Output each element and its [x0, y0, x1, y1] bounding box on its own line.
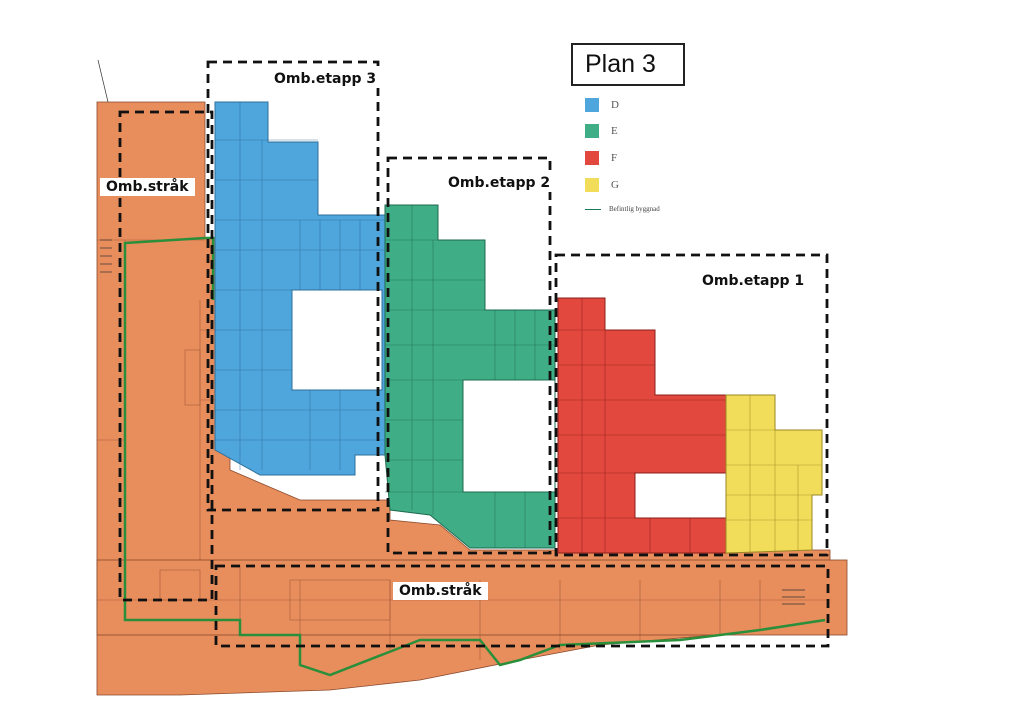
zone-label-etapp3: Omb.etapp 3	[268, 70, 383, 88]
legend-swatch	[585, 151, 599, 165]
legend-swatch	[585, 124, 599, 138]
existing-building-outline-bottom	[123, 600, 826, 677]
legend-swatch	[585, 98, 599, 112]
legend-line-label: Befintlig byggnad	[609, 205, 660, 213]
existing-building-outline	[123, 236, 215, 600]
etapp2-boundary	[386, 156, 552, 555]
legend-item-g: G	[585, 178, 619, 192]
legend-item-e: E	[585, 124, 618, 138]
etapp1-boundary	[554, 253, 829, 557]
etapp3-boundary	[206, 60, 380, 512]
legend-item-f: F	[585, 151, 617, 165]
strak-bottom-boundary	[214, 564, 830, 648]
legend-item-existing: Befintlig byggnad	[585, 205, 660, 213]
plan-title: Plan 3	[571, 43, 685, 86]
zone-label-etapp2: Omb.etapp 2	[442, 174, 557, 192]
dashed-boundaries	[118, 60, 830, 648]
zone-label-strak-top: Omb.stråk	[100, 178, 195, 196]
legend-label: G	[611, 179, 619, 191]
legend-label: E	[611, 125, 618, 137]
legend-label: F	[611, 152, 618, 164]
zone-e-area	[384, 204, 556, 549]
zone-f-area	[557, 297, 727, 554]
existing-building-area	[96, 101, 848, 696]
zone-label-strak-bottom: Omb.stråk	[393, 582, 488, 600]
zone-g-area	[725, 394, 823, 554]
zone-label-etapp1: Omb.etapp 1	[696, 272, 811, 290]
legend-line-swatch	[585, 208, 601, 210]
zone-d-area	[214, 101, 386, 476]
stair-details	[97, 59, 805, 605]
strak-top-boundary	[118, 110, 214, 602]
legend-item-d: D	[585, 98, 619, 112]
legend-label: D	[611, 99, 619, 111]
legend-swatch	[585, 178, 599, 192]
